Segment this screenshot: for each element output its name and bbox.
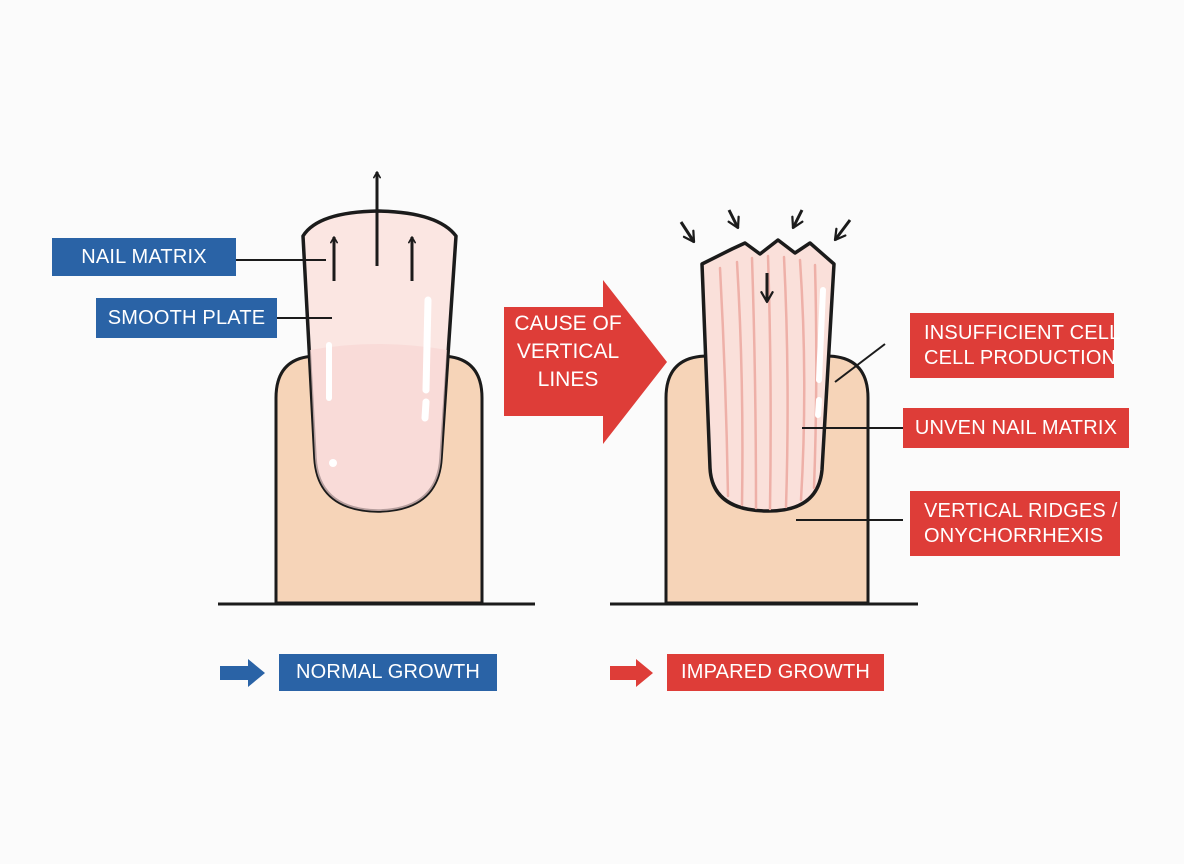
label-vertical-ridges: VERTICAL RIDGES / ONYCHORRHEXIS — [910, 491, 1120, 556]
growth-arrows-up — [330, 171, 416, 281]
label-smooth-plate: SMOOTH PLATE — [96, 298, 277, 338]
arrow-down-icon — [833, 219, 852, 242]
impaired-nail — [700, 238, 836, 513]
arrow-down-icon — [727, 209, 740, 230]
legend-normal-growth: NORMAL GROWTH — [279, 654, 497, 691]
arrow-down-icon — [679, 221, 696, 244]
arrow-down-icon — [791, 209, 804, 230]
legend-impaired-growth: IMPARED GROWTH — [667, 654, 884, 691]
pressure-arrows-down — [679, 209, 852, 304]
normal-nail — [301, 209, 458, 513]
label-nail-matrix: NAIL MATRIX — [52, 238, 236, 276]
label-uneven-nail-matrix: UNVEN NAIL MATRIX — [903, 408, 1129, 448]
arrow-right-icon — [610, 659, 653, 687]
label-insufficient-cell-production: INSUFFICIENT CELL CELL PRODUCTION — [910, 313, 1120, 378]
leader-insufficient — [834, 343, 886, 383]
cause-text: CAUSE OF VERTICAL LINES — [514, 312, 622, 391]
arrow-right-icon — [220, 659, 265, 687]
big-arrow-right-icon — [504, 280, 667, 444]
